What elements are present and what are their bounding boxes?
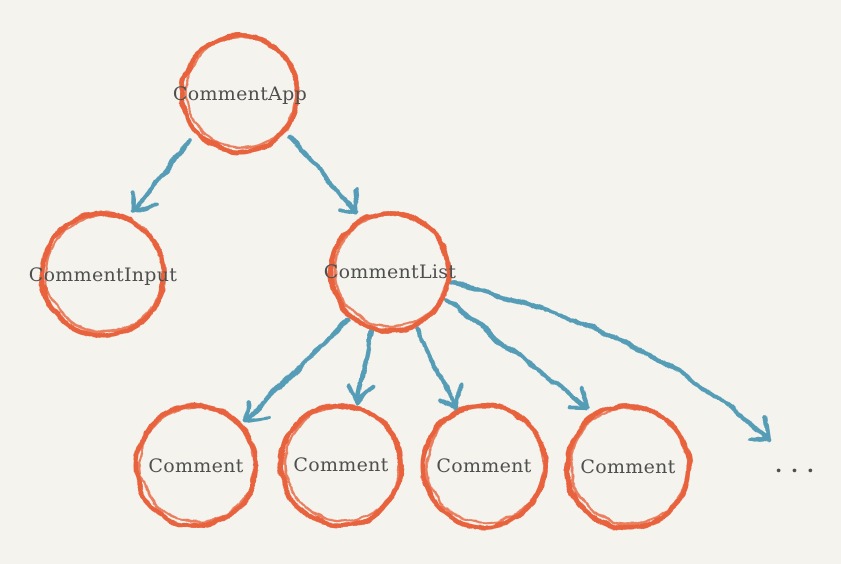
node-label-comment-list: CommentList [324,261,457,283]
arrow-shaft [130,137,193,214]
node-circle-overdraw-stroke [333,212,450,329]
arrowhead-stroke-icon [242,400,250,423]
node-comment-3: Comment [420,402,548,530]
arrow-comment-list-to-ellipsis [449,280,771,444]
arrows-layer [130,134,771,444]
ellipsis-label: . . . [775,453,815,477]
node-comment-input: CommentInput [29,211,178,339]
arrowhead-stroke-icon [352,186,360,215]
node-label-comment-input: CommentInput [29,264,178,286]
arrow-comment-app-to-comment-list [287,134,360,215]
node-comment-2: Comment [278,402,404,528]
node-comment-app: CommentApp [173,33,307,155]
arrowhead-stroke-icon [347,383,360,405]
node-label-comment-2: Comment [293,454,388,476]
arrow-shaft [287,134,360,215]
node-circle-overdraw-stroke [425,404,546,525]
node-label-comment-app: CommentApp [173,83,307,105]
node-comment-list: CommentList [324,210,457,334]
arrow-shaft [414,326,459,411]
arrowhead-stroke-icon [453,383,463,411]
arrow-comment-list-to-comment-4 [444,297,591,412]
arrow-comment-list-to-comment-1 [242,317,351,423]
arrow-comment-app-to-comment-input [130,137,193,214]
node-label-comment-3: Comment [436,455,531,477]
node-circle-overdraw-stroke [44,213,165,334]
arrowhead-stroke-icon [354,384,377,405]
arrowhead-stroke-icon [242,414,270,423]
arrow-shaft [444,297,591,412]
arrowhead-stroke-icon [437,397,459,411]
arrowhead-stroke-icon [130,203,158,214]
node-circle-overdraw-stroke [283,404,402,523]
arrowhead-stroke-icon [337,206,360,215]
arrow-shaft [449,280,771,444]
node-comment-4: Comment [564,403,692,531]
arrow-shaft [242,317,351,423]
node-comment-1: Comment [133,403,259,529]
arrowhead-stroke-icon [130,190,136,214]
node-circle-overdraw-stroke [184,35,299,150]
node-circle-overdraw-stroke [569,405,690,526]
node-label-comment-4: Comment [580,456,675,478]
arrowhead-stroke-icon [748,436,771,444]
arrowhead-stroke-icon [762,416,771,444]
arrow-comment-list-to-comment-2 [347,328,377,405]
arrowhead-stroke-icon [579,384,591,412]
node-ellipsis: . . . [775,453,815,477]
arrow-comment-list-to-comment-3 [414,326,463,411]
node-label-comment-1: Comment [148,455,243,477]
arrow-shaft [354,328,375,405]
node-circle-overdraw-stroke [138,405,257,524]
